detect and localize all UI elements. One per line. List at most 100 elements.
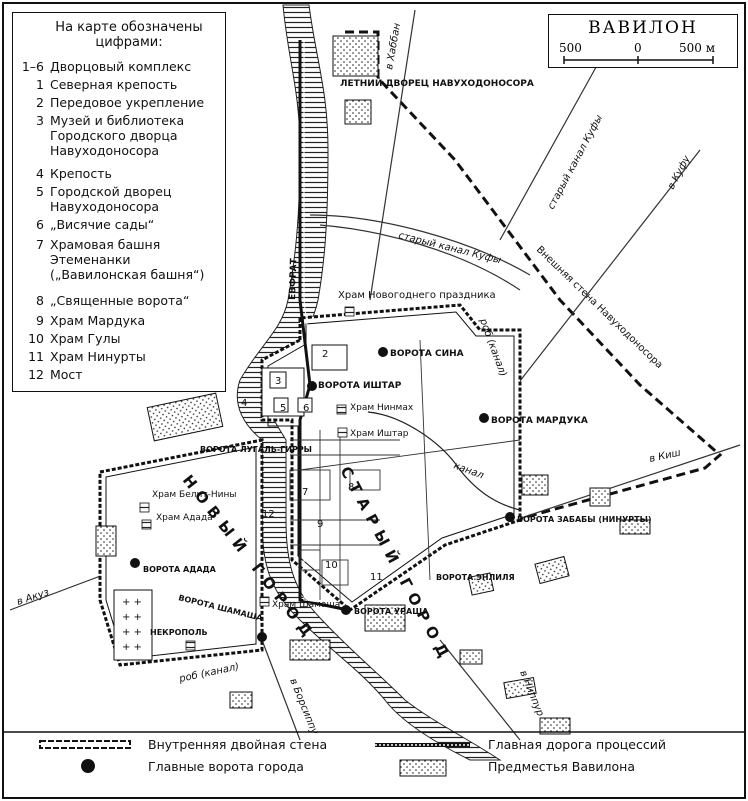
- key-item: 10 Храм Гулы: [18, 331, 223, 346]
- svg-text:+ +: + +: [122, 627, 142, 638]
- key-item-text: Северная крепость: [50, 77, 178, 92]
- svg-text:+ +: + +: [122, 597, 142, 608]
- key-item-number: 11: [28, 349, 44, 364]
- palace-complex: [261, 344, 348, 417]
- label-euphrates: ЕВФРАТ: [288, 257, 299, 300]
- key-item-text: „Священные ворота“: [50, 293, 190, 308]
- scale-mid: 0: [634, 41, 642, 55]
- key-item-text: Храм Нинурты: [50, 349, 146, 364]
- key-item-number: 8: [36, 293, 44, 308]
- legend-procession-road-label: Главная дорога процессий: [488, 737, 666, 752]
- svg-text:5: 5: [280, 403, 286, 414]
- summer-palace-suburb: [344, 99, 372, 125]
- label-gate-urash: ВОРОТА УРАША: [354, 607, 429, 616]
- key-item-number: 1: [36, 77, 44, 92]
- key-item-text: Храм Мардука: [50, 313, 146, 328]
- legend-gate-symbol: [81, 759, 95, 773]
- svg-text:4: 4: [241, 398, 247, 409]
- legend-main-gates-label: Главные ворота города: [148, 759, 304, 774]
- map-key: На карте обозначены цифрами: 1–6 Дворцовы…: [12, 12, 226, 392]
- title-box: ВАВИЛОН 500 0 500 м: [548, 14, 738, 68]
- key-item: 6 „Висячие сады“: [18, 217, 223, 232]
- scale-bar: [563, 56, 714, 64]
- scale-left: 500: [559, 41, 582, 55]
- key-item: 1 Северная крепость: [18, 77, 223, 92]
- key-item-text: Храмовая башня Этеменанки („Вавилонская …: [50, 237, 205, 282]
- label-to-kish: в Киш: [648, 448, 681, 465]
- new-city-inner-wall: [105, 446, 257, 660]
- key-item-number: 3: [36, 113, 44, 128]
- key-item-number: 6: [36, 217, 44, 232]
- necropolis-crosses: + ++ ++ ++ +: [122, 597, 142, 653]
- label-to-borsippa: в Борсиппу: [287, 677, 320, 737]
- svg-text:8: 8: [348, 482, 354, 493]
- map-legend: Внутренняя двойная стена Главная дорога …: [0, 732, 748, 801]
- label-gate-marduk: ВОРОТА МАРДУКА: [491, 416, 588, 426]
- legend-suburbs-label: Предместья Вавилона: [488, 759, 635, 774]
- key-item: 9 Храм Мардука: [18, 313, 223, 328]
- temple-markers: [139, 306, 355, 651]
- summer-palace-area: [332, 35, 379, 77]
- key-item-text: „Висячие сады“: [50, 217, 155, 232]
- svg-text:7: 7: [302, 487, 308, 498]
- label-temple-ishtar: Храм Иштар: [350, 429, 409, 439]
- legend-inner-wall-label: Внутренняя двойная стена: [148, 737, 328, 752]
- key-item-number: 5: [36, 184, 44, 199]
- key-item-text: Городской дворец Навуходоносора: [50, 184, 172, 214]
- necropolis-area: [113, 589, 153, 661]
- svg-text:3: 3: [275, 376, 281, 387]
- roads: [9, 9, 741, 741]
- key-item-number: 12: [28, 367, 44, 382]
- label-to-khabban: в Хаббан: [383, 22, 403, 71]
- label-summer-palace: ЛЕТНИЙ ДВОРЕЦ НАВУХОДОНОСОРА: [340, 77, 534, 89]
- label-gate-lugalgirra: ВОРОТА ЛУГАЛЬ-ГИРРЫ: [200, 445, 312, 454]
- key-header: На карте обозначены цифрами:: [55, 20, 203, 50]
- key-item-text: Передовое укрепление: [50, 95, 205, 110]
- key-item: 11 Храм Нинурты: [18, 349, 223, 364]
- key-item-number: 9: [36, 313, 44, 328]
- label-new-year-temple: Храм Новогоднего праздника: [338, 290, 496, 301]
- label-temple-shamash: Храм Шамаша: [272, 600, 340, 610]
- svg-text:12: 12: [262, 509, 275, 520]
- label-necropolis: НЕКРОПОЛЬ: [150, 628, 208, 637]
- label-temple-belit-nina: Храм Белит-Нины: [152, 490, 236, 500]
- label-to-kufa: в Куфу: [666, 153, 693, 191]
- key-item-number: 2: [36, 95, 44, 110]
- key-item-text: Мост: [50, 367, 83, 382]
- svg-text:2: 2: [322, 349, 328, 360]
- inner-canal: [367, 411, 521, 511]
- label-canal-bottom: роб (канал): [177, 661, 240, 686]
- legend-suburb-symbol: [399, 759, 447, 777]
- key-item-text: Храм Гулы: [50, 331, 121, 346]
- svg-text:9: 9: [317, 519, 323, 530]
- label-old-canal-kufa-1: старый канал Куфы: [546, 113, 605, 211]
- old-city-streets: [289, 339, 521, 600]
- suburbs: [95, 392, 651, 735]
- svg-text:+ +: + +: [122, 642, 142, 653]
- label-temple-adad: Храм Адада: [156, 513, 213, 523]
- label-gate-adad: ВОРОТА АДАДА: [143, 565, 217, 574]
- key-item-text: Дворцовый комплекс: [50, 59, 192, 74]
- old-city-inner-wall: [267, 311, 515, 603]
- key-item: 5 Городской дворец Навуходоносора: [18, 184, 223, 214]
- key-item-number: 10: [28, 331, 44, 346]
- key-item-text: Крепость: [50, 166, 112, 181]
- map-title: ВАВИЛОН: [588, 18, 698, 38]
- label-temple-ninmakh: Храм Нинмах: [350, 403, 414, 413]
- label-gate-zababa: ВОРОТА ЗАБАБЫ (НИНУРТЫ): [517, 515, 652, 524]
- label-outer-wall: Внешняя стена Навуходоносора: [534, 244, 665, 371]
- label-gate-sin: ВОРОТА СИНА: [390, 349, 464, 359]
- numbered-points: 2 3 4 5 6 7 8 9 10 11 12: [241, 349, 383, 583]
- key-item: 8 „Священные ворота“: [18, 293, 223, 308]
- main-gates: [130, 347, 515, 642]
- key-item-number: 1–6: [21, 59, 44, 74]
- label-gate-enlil: ВОРОТА ЭНЛИЛЯ: [436, 573, 515, 582]
- legend-inner-wall-symbol: [39, 740, 131, 749]
- svg-text:6: 6: [303, 403, 309, 414]
- svg-text:10: 10: [325, 560, 338, 571]
